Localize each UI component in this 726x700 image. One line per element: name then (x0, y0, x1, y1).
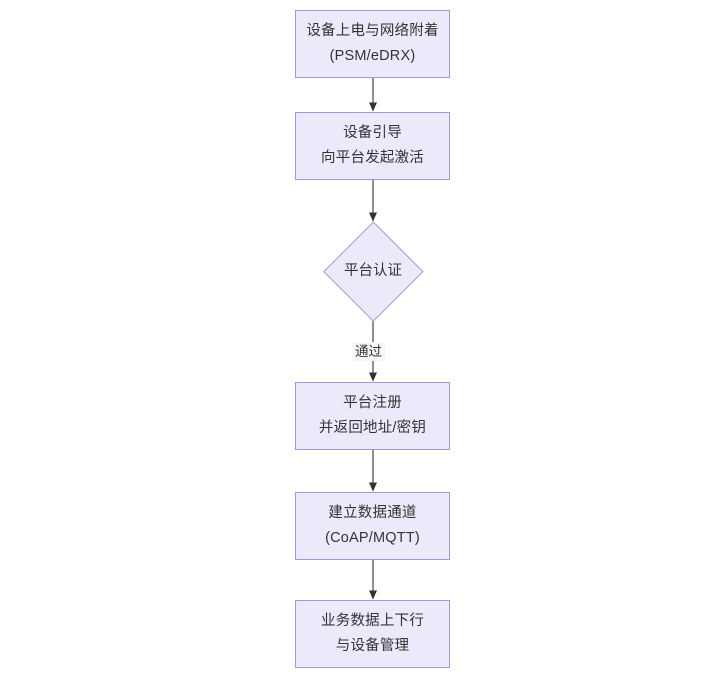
flow-node-business-data[interactable]: 业务数据上下行 与设备管理 (295, 600, 450, 668)
flow-node-business-data-line2: 与设备管理 (335, 638, 410, 654)
flow-node-device-bootstrap-line1: 设备引导 (343, 125, 402, 141)
flow-node-device-power-on[interactable]: 设备上电与网络附着 (PSM/eDRX) (295, 10, 450, 78)
flow-node-device-power-on-line1: 设备上电与网络附着 (306, 23, 439, 39)
flow-node-platform-register[interactable]: 平台注册 并返回地址/密钥 (295, 382, 450, 450)
flow-node-platform-auth[interactable]: 平台认证 (322, 220, 423, 321)
flow-node-platform-auth-label: 平台认证 (344, 263, 402, 279)
flow-node-platform-register-line2: 并返回地址/密钥 (318, 420, 427, 436)
flow-node-platform-register-line1: 平台注册 (343, 395, 402, 411)
flow-node-data-channel-line2: (CoAP/MQTT) (325, 530, 420, 546)
flow-node-business-data-line1: 业务数据上下行 (321, 613, 424, 629)
flow-node-device-bootstrap-line2: 向平台发起激活 (321, 150, 424, 166)
flow-node-data-channel-line1: 建立数据通道 (328, 505, 417, 521)
edge-label-pass: 通过 (352, 342, 385, 361)
flow-node-device-power-on-line2: (PSM/eDRX) (329, 48, 416, 64)
flow-node-data-channel[interactable]: 建立数据通道 (CoAP/MQTT) (295, 492, 450, 560)
flow-node-device-bootstrap[interactable]: 设备引导 向平台发起激活 (295, 112, 450, 180)
